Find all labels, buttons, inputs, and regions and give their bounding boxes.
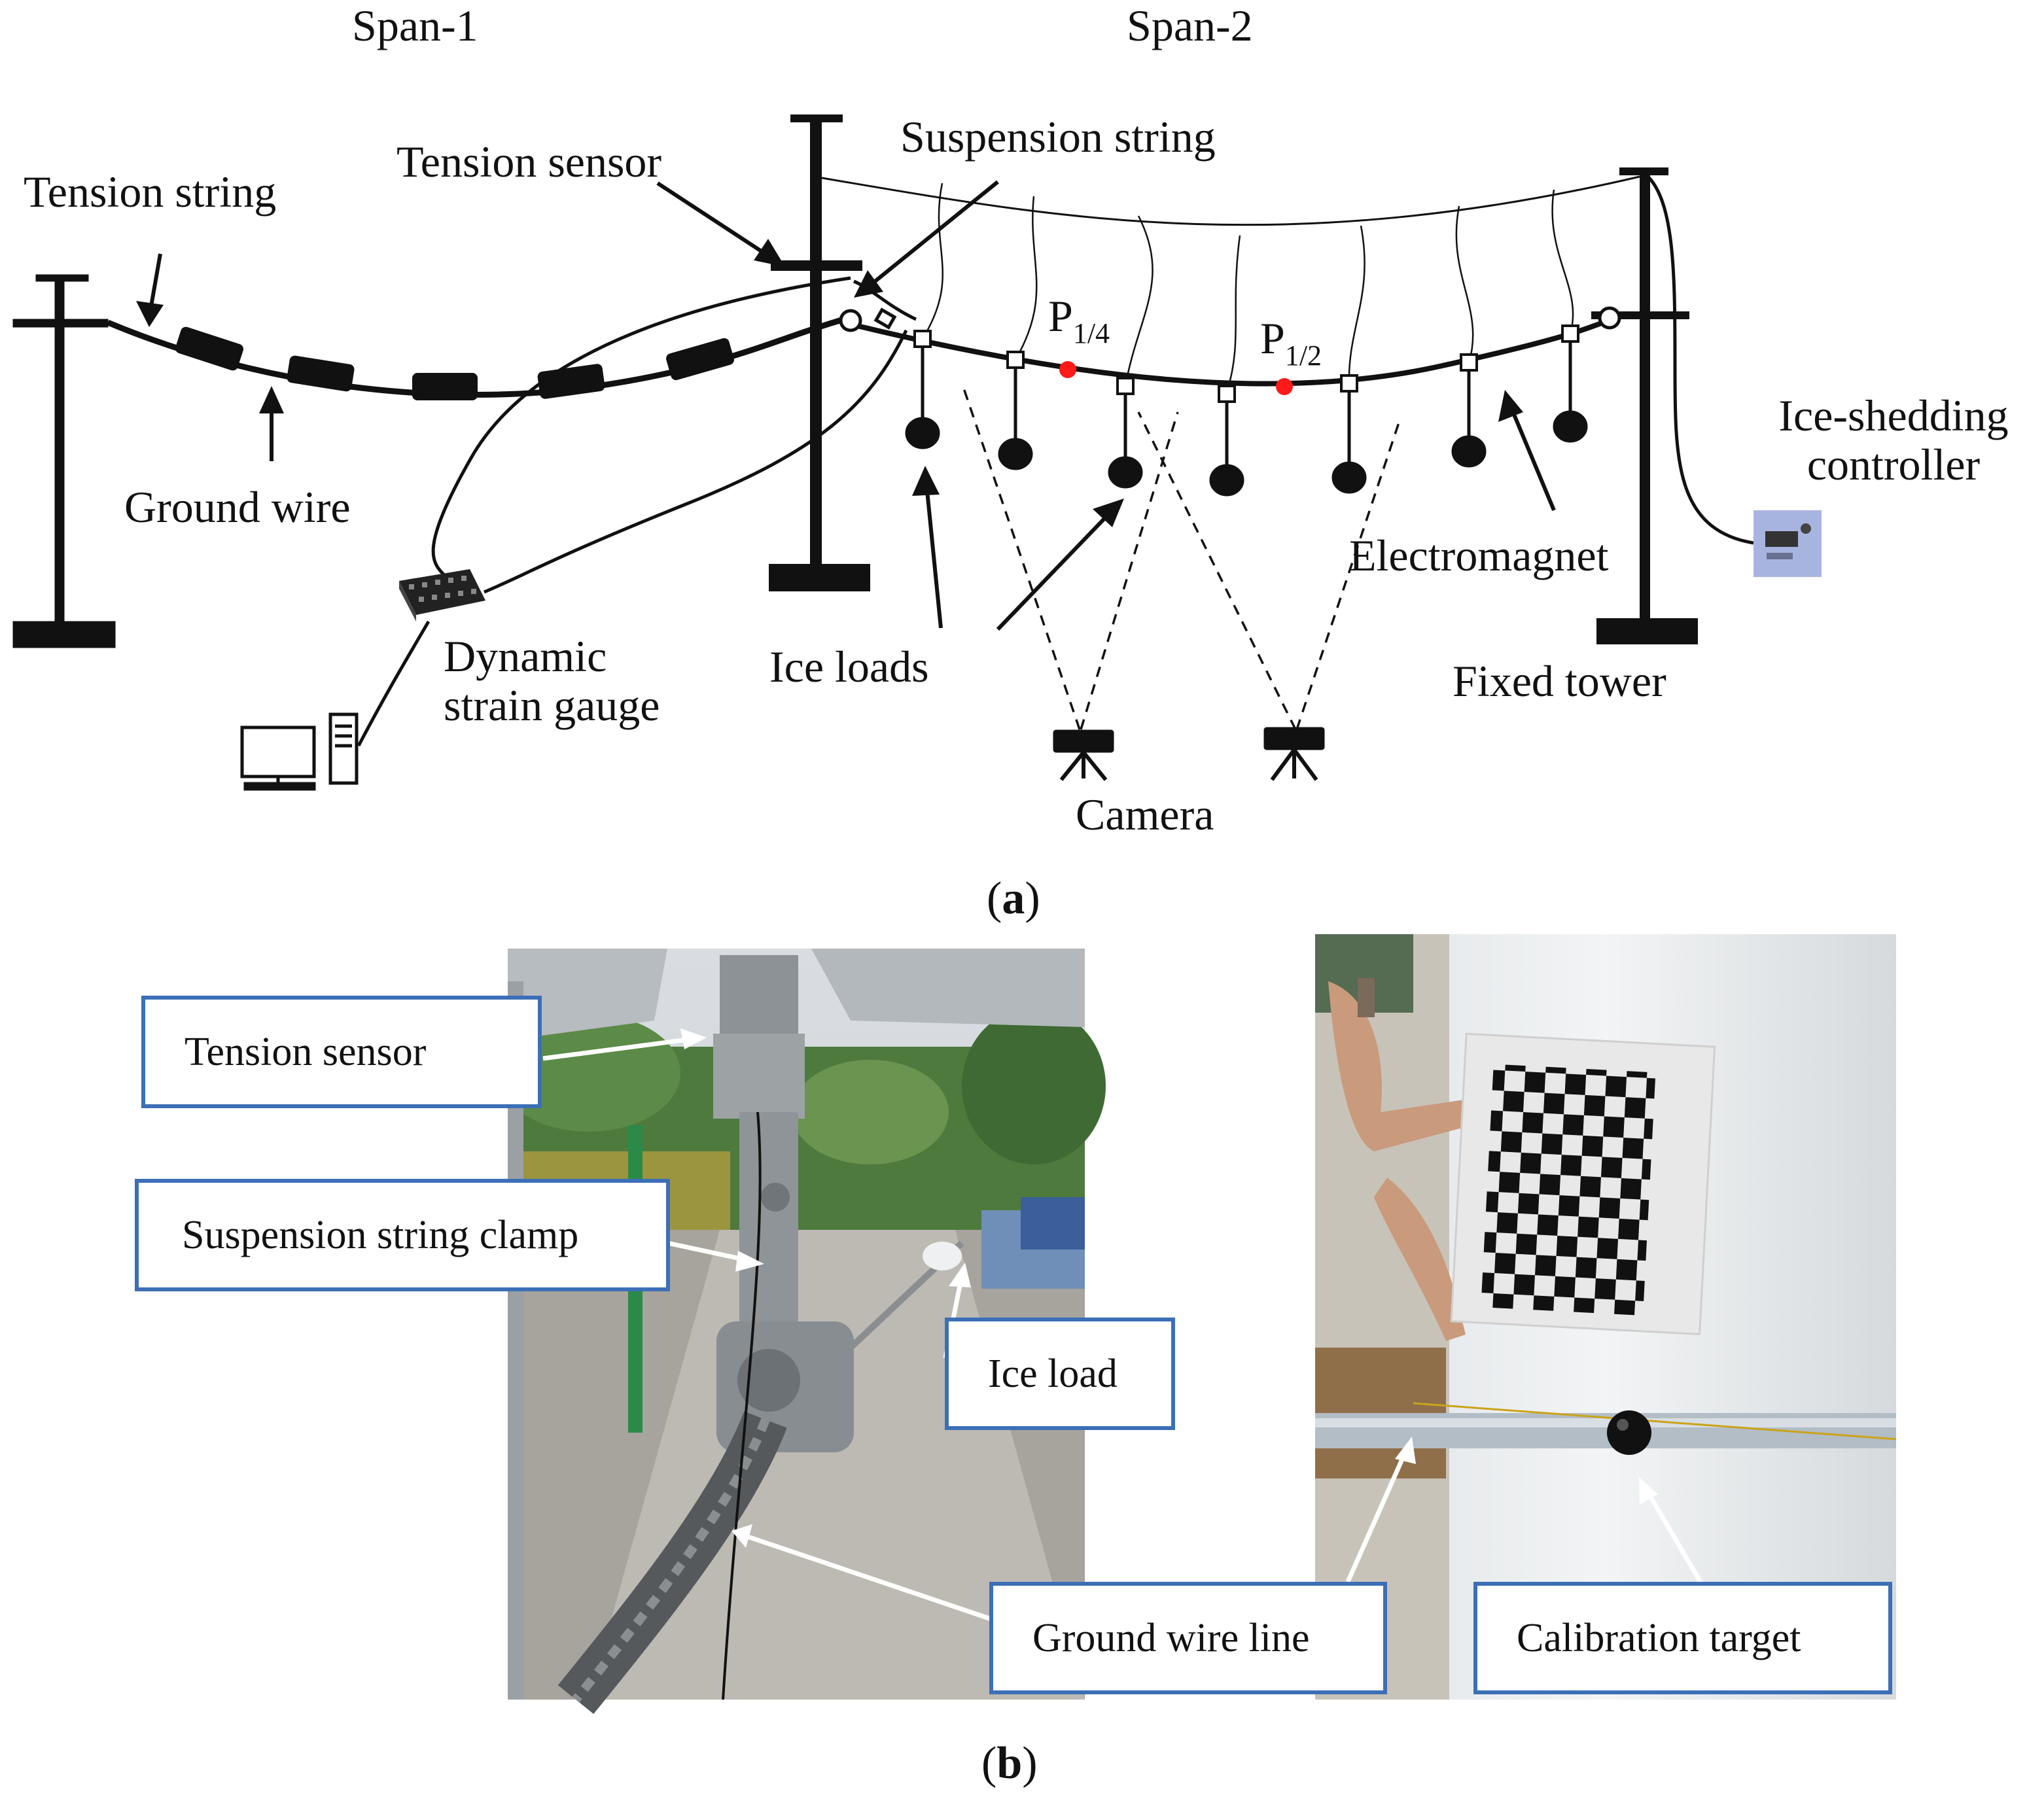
- suspension-string-label: Suspension string: [900, 112, 1216, 162]
- p-half-marker: [1276, 378, 1293, 395]
- camera-icons: [1053, 727, 1325, 781]
- fixed-tower-label: Fixed tower: [1453, 656, 1666, 706]
- p-quarter-marker: [1059, 361, 1076, 378]
- camera-view-lines: [960, 382, 1401, 730]
- ice-shedding-controller-label: Ice-shedding controller: [1778, 391, 2009, 489]
- callout-ice-load: Ice load: [945, 1318, 1175, 1430]
- camera-label: Camera: [1076, 790, 1214, 839]
- computer-icon: [240, 712, 359, 791]
- tension-string-insulators: [175, 326, 734, 400]
- callout-calibration-target: Calibration target: [1473, 1582, 1892, 1694]
- electromagnet-label: Electromagnet: [1349, 531, 1609, 580]
- dynamic-strain-gauge-label: Dynamic strain gauge: [444, 631, 660, 730]
- ice-loads-label: Ice loads: [769, 642, 929, 691]
- right-photo: [1315, 934, 1897, 1700]
- caption-b: (b): [981, 1738, 1038, 1789]
- ice-shedding-controller-icon: [1753, 510, 1822, 577]
- callout-ground-wire-line: Ground wire line: [989, 1582, 1387, 1694]
- hanger-strings: [921, 183, 1574, 393]
- span2-label: Span-2: [1127, 1, 1253, 50]
- ground-wire-label: Ground wire: [124, 482, 351, 532]
- callout-suspension-string-clamp: Suspension string clamp: [135, 1179, 670, 1291]
- arrow-heads: [136, 239, 1523, 527]
- p-half-label: P1/2: [1260, 313, 1322, 372]
- span1-label: Span-1: [352, 1, 478, 50]
- tension-sensor-label: Tension sensor: [396, 137, 662, 186]
- callout-tension-sensor: Tension sensor: [141, 996, 542, 1108]
- suspension-points: [839, 306, 1621, 332]
- upper-support-line: [821, 175, 1640, 226]
- p-quarter-label: P1/4: [1048, 291, 1110, 349]
- strain-gauge-device: [399, 569, 485, 621]
- middle-tower: [769, 114, 870, 591]
- instrument-cables: [357, 171, 1754, 747]
- ice-loads: [905, 341, 1588, 497]
- tension-string-label: Tension string: [24, 167, 277, 217]
- caption-a: (a): [987, 873, 1040, 924]
